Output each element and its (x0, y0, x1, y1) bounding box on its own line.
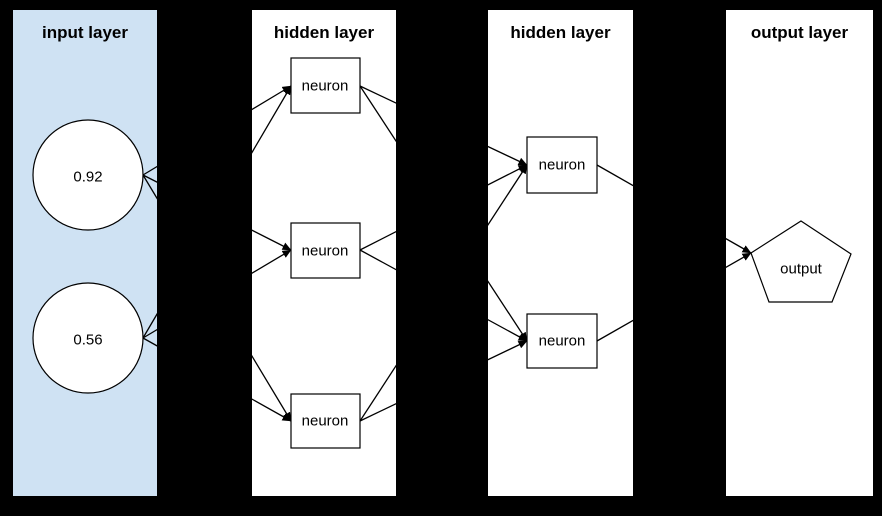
output-node-label: output (780, 260, 822, 278)
hidden2-neuron-label-2: neuron (538, 332, 586, 350)
connector-lines (142, 85, 752, 422)
output-layer-title: output layer (750, 23, 849, 42)
hidden1-neuron-label-1: neuron (301, 77, 349, 95)
hidden2-neuron-label-1: neuron (538, 156, 586, 174)
hidden1-neuron-label-2: neuron (301, 242, 349, 260)
hidden-layer-1-title: hidden layer (273, 23, 375, 42)
output-layer-panel: output layer (726, 10, 873, 496)
input-layer-title: input layer (42, 23, 128, 42)
input-layer-panel: input layer (13, 10, 157, 496)
input-node-value-1: 0.92 (73, 168, 103, 186)
input-node-value-2: 0.56 (73, 331, 103, 349)
hidden1-neuron-label-3: neuron (301, 412, 349, 430)
hidden-layer-2-title: hidden layer (510, 23, 611, 42)
hidden-layer-2-panel: hidden layer (488, 10, 633, 496)
